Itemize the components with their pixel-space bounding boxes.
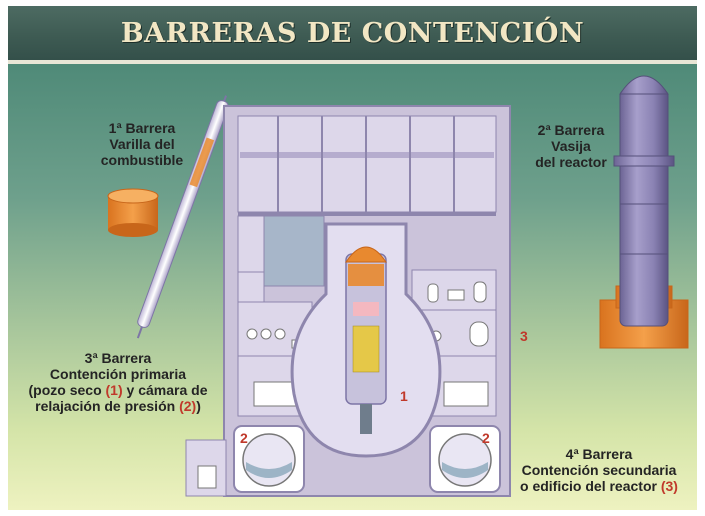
barrier-2-label: 2ª Barrera Vasija del reactor — [535, 122, 607, 170]
page-title: BARRERAS DE CONTENCIÓN — [120, 17, 585, 49]
barrier-4-label: 4ª Barrera Contención secundaria o edifi… — [520, 446, 678, 494]
reactor-vessel-core — [345, 246, 387, 434]
title-banner: BARRERAS DE CONTENCIÓN — [8, 6, 697, 60]
marker-drywell: 1 — [400, 388, 408, 404]
suppression-chamber-right — [429, 425, 501, 493]
fuel-rod-icon — [136, 95, 229, 339]
marker-suppression-left: 2 — [240, 430, 248, 446]
suppression-chamber-left — [233, 425, 305, 493]
title-underline — [8, 60, 697, 64]
containment-illustration — [107, 75, 689, 497]
reactor-pressure-vessel-icon — [599, 75, 689, 349]
marker-suppression-right: 2 — [482, 430, 490, 446]
barrier-1-label: 1ª Barrera Varilla del combustible — [100, 120, 184, 168]
diagram-canvas: 1 2 2 3 1ª Barrera Varilla del combustib… — [8, 64, 697, 510]
marker-reactor-building: 3 — [520, 328, 528, 344]
barrier-3-label: 3ª Barrera Contención primaria (pozo sec… — [28, 350, 208, 414]
fuel-pellet-icon — [107, 188, 159, 237]
